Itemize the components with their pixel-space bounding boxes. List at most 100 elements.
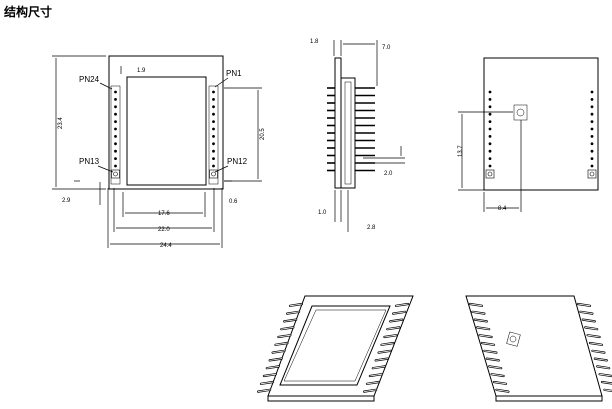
- iso-pin-highlight: [601, 381, 612, 384]
- pn1-leader: [214, 77, 229, 88]
- pin-dot: [488, 164, 492, 168]
- back-right-pin-dots: [587, 90, 597, 179]
- iso-pin-highlight: [587, 334, 600, 338]
- iso-pin-highlight: [471, 311, 485, 315]
- pin-dot: [590, 120, 594, 123]
- dim-back-antenna-height: 13.7: [458, 145, 464, 157]
- side-board: [334, 57, 342, 189]
- iso-pin-highlight: [378, 350, 392, 354]
- pin-dot: [488, 157, 492, 161]
- right-pin-column: [208, 85, 219, 185]
- iso-pin-highlight: [383, 334, 397, 338]
- iso-antenna-connector: [509, 335, 517, 343]
- iso-pin-highlight: [257, 389, 271, 393]
- iso-back-pins: [468, 302, 612, 393]
- page-title: 结构尺寸: [4, 5, 53, 19]
- antenna-connector-outline: [513, 104, 528, 121]
- pin-dot: [590, 127, 594, 131]
- iso-pin-highlight: [474, 319, 488, 322]
- iso-pin-highlight: [280, 326, 294, 330]
- antenna-connector: [516, 108, 525, 117]
- pin-dot: [590, 149, 594, 153]
- iso-pin-highlight: [286, 311, 300, 315]
- pin-dot: [114, 135, 117, 138]
- iso-pin-highlight: [584, 326, 598, 330]
- pin-dot: [114, 164, 117, 168]
- iso-pin-highlight: [363, 389, 377, 393]
- iso-pin-highlight: [266, 365, 280, 369]
- pin-square-hole: [487, 171, 493, 177]
- iso-pin-highlight: [272, 350, 286, 354]
- pin-dot: [590, 98, 594, 101]
- dim-front-top-offset: 1.9: [137, 68, 146, 74]
- iso-pin-highlight: [596, 365, 610, 369]
- pin-square-pad: [587, 169, 597, 179]
- pin-square-hole: [589, 171, 595, 177]
- pin-dot: [114, 112, 117, 116]
- pin-square-pad: [485, 169, 495, 179]
- pin-dot: [488, 112, 492, 116]
- pn13-leader: [97, 165, 114, 173]
- iso-pin-highlight: [599, 373, 612, 377]
- iso-back-board-edge: [495, 395, 603, 402]
- pn12-leader: [214, 165, 229, 173]
- iso-pin-highlight: [275, 342, 288, 346]
- pin-dot: [212, 90, 215, 94]
- dim-front-pin-height: 20.5: [260, 128, 266, 140]
- iso-pin-highlight: [386, 326, 400, 330]
- pin-dot: [590, 135, 594, 138]
- pin-dot: [114, 98, 117, 101]
- pin-dot: [212, 157, 215, 161]
- iso-pin-highlight: [491, 373, 505, 377]
- dim-back-antenna-offset: 8.4: [498, 206, 507, 212]
- pin-dot: [114, 105, 117, 109]
- pin-dot: [212, 149, 215, 153]
- dim-front-width: 24.4: [160, 243, 172, 249]
- pin-dot: [590, 157, 594, 161]
- dim-front-height: 23.4: [58, 117, 64, 129]
- iso-pin-highlight: [277, 334, 291, 338]
- pin-dot: [212, 164, 215, 168]
- iso-pin-highlight: [589, 342, 603, 346]
- back-left-pin-dots: [485, 90, 495, 179]
- pin-label-pn13: PN13: [79, 157, 100, 166]
- dim-side-bottom-right: 2.8: [367, 225, 376, 231]
- pin-square-hole: [113, 171, 118, 177]
- iso-pin-highlight: [476, 326, 490, 330]
- iso-pin-highlight: [269, 358, 283, 361]
- iso-pin-highlight: [580, 311, 593, 315]
- pin-dot: [114, 90, 117, 94]
- iso-pin-highlight: [283, 319, 297, 322]
- pin-dot: [212, 105, 215, 109]
- side-view: 1.8 7.0 2.0 1.0 2.8: [310, 39, 405, 232]
- side-shield-inner: [344, 81, 352, 185]
- left-pin-dots: [111, 90, 120, 179]
- iso-front-shield: [279, 305, 391, 386]
- dim-front-pad-right: 0.6: [229, 199, 238, 205]
- pin-dot: [114, 142, 117, 146]
- front-view: PN24 PN1 PN13 PN12 23.4 20.5 1.9 2.9 0.6…: [52, 55, 266, 249]
- pin-label-pn1: PN1: [226, 69, 242, 78]
- right-pin-dots: [209, 90, 218, 179]
- pin-dot: [488, 135, 492, 138]
- iso-pin-highlight: [486, 358, 500, 361]
- side-shield: [340, 77, 356, 189]
- pin-square-pad: [111, 169, 120, 179]
- iso-pin-highlight: [469, 303, 483, 307]
- dim-front-pad-left: 2.9: [62, 198, 71, 204]
- iso-pin-highlight: [483, 350, 497, 354]
- pin-dot: [590, 90, 594, 94]
- iso-pin-highlight: [263, 373, 277, 377]
- dim-side-bottom-left: 1.0: [318, 210, 327, 216]
- iso-pin-highlight: [381, 342, 394, 346]
- pin-dot: [488, 105, 492, 109]
- pn24-leader: [99, 82, 113, 90]
- iso-pin-highlight: [592, 350, 605, 354]
- iso-pin-highlight: [488, 365, 502, 369]
- pin-dot: [212, 135, 215, 138]
- iso-pin-highlight: [389, 319, 403, 322]
- dim-front-shield-width: 17.6: [158, 211, 170, 217]
- shield-can: [126, 76, 207, 186]
- pin-dot: [488, 149, 492, 153]
